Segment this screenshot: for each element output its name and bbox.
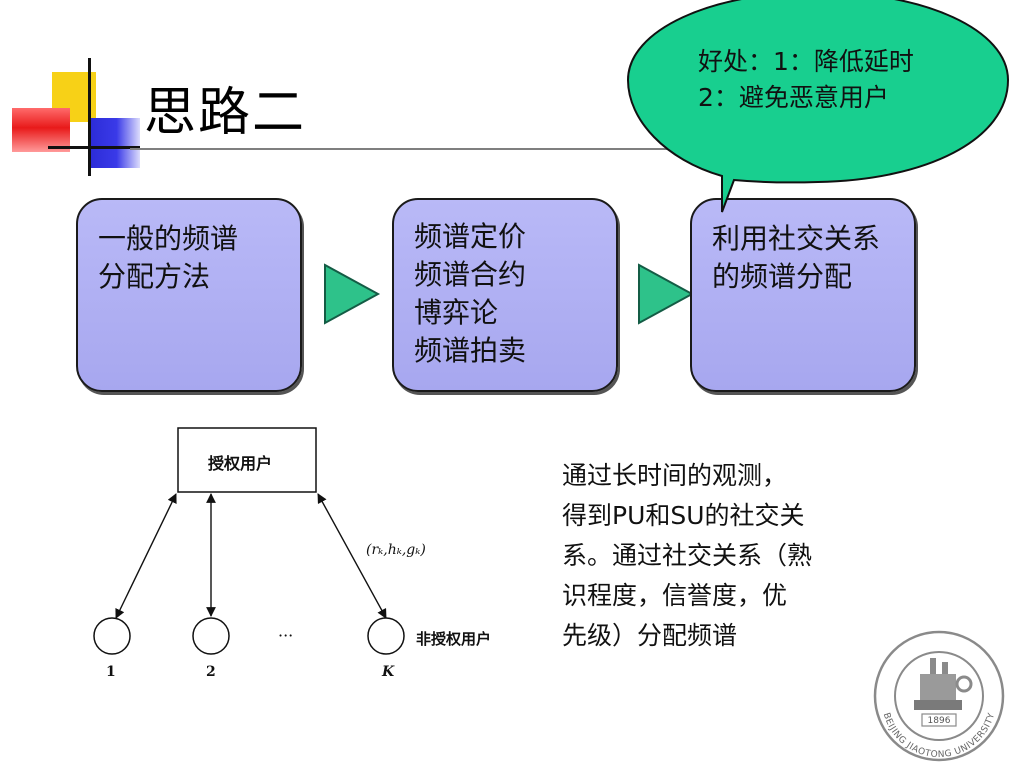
flow-box-line: 博弈论 [414, 296, 499, 329]
logo-blue-square [88, 118, 140, 168]
flow-box-line: 频谱合约 [414, 258, 527, 291]
callout-line: 2：避免恶意用户 [698, 83, 889, 112]
node-label: 2 [206, 664, 216, 680]
flow-box-general-methods[interactable]: 一般的频谱 分配方法 [76, 198, 302, 392]
network-diagram [93, 427, 405, 655]
callout-line: 好处：1：降低延时 [698, 47, 914, 76]
logo-red-square [12, 108, 70, 152]
primary-user-box [177, 427, 317, 493]
seal-year: 1896 [928, 716, 951, 726]
node-label: K [382, 664, 395, 680]
slide-title: 思路二 [144, 83, 307, 143]
logo-vertical-line [88, 58, 91, 176]
callout-bubble [626, 0, 1010, 213]
logo-horizontal-line [48, 146, 140, 149]
description-paragraph: 通过长时间的观测， 得到PU和SU的社交关 系。通过社交关系（熟 识程度，信誉度… [562, 456, 902, 656]
flow-box-line: 利用社交关系 [712, 222, 881, 255]
university-seal-icon: 1896 BEIJING JIAOTONG UNIVERSITY [873, 630, 1005, 762]
secondary-users-label: 非授权用户 [416, 630, 492, 648]
flow-arrow-right-icon [638, 263, 695, 325]
flow-box-line: 分配方法 [98, 260, 211, 293]
flow-box-line: 频谱拍卖 [414, 334, 527, 367]
channel-params-label: (rₖ,hₖ,gₖ) [366, 542, 426, 558]
user-node [192, 617, 230, 655]
paragraph-line: 系。通过社交关系（熟 [562, 541, 813, 570]
user-node [367, 617, 405, 655]
user-node [93, 617, 131, 655]
flow-box-line: 一般的频谱 [98, 222, 239, 255]
paragraph-line: 通过长时间的观测， [562, 461, 788, 490]
title-underline [130, 148, 730, 150]
flow-box-social-methods[interactable]: 利用社交关系 的频谱分配 [690, 198, 916, 392]
node-label: 1 [106, 664, 116, 680]
callout-text: 好处：1：降低延时 2：避免恶意用户 [698, 44, 914, 116]
link-line [317, 493, 387, 619]
flow-box-line: 频谱定价 [414, 220, 527, 253]
link-line [115, 493, 177, 619]
paragraph-line: 得到PU和SU的社交关 [562, 501, 805, 530]
flow-box-text: 频谱定价 频谱合约 博弈论 频谱拍卖 [414, 218, 526, 370]
flow-arrow-right-icon [324, 263, 381, 325]
flow-box-text: 利用社交关系 的频谱分配 [712, 220, 880, 296]
flow-box-text: 一般的频谱 分配方法 [98, 220, 238, 296]
ellipsis-label: ··· [278, 626, 294, 645]
primary-user-label: 授权用户 [208, 454, 273, 473]
flow-box-economic-methods[interactable]: 频谱定价 频谱合约 博弈论 频谱拍卖 [392, 198, 618, 392]
paragraph-line: 识程度，信誉度，优 [562, 581, 788, 610]
flow-box-line: 的频谱分配 [712, 260, 853, 293]
paragraph-line: 先级）分配频谱 [562, 621, 738, 650]
